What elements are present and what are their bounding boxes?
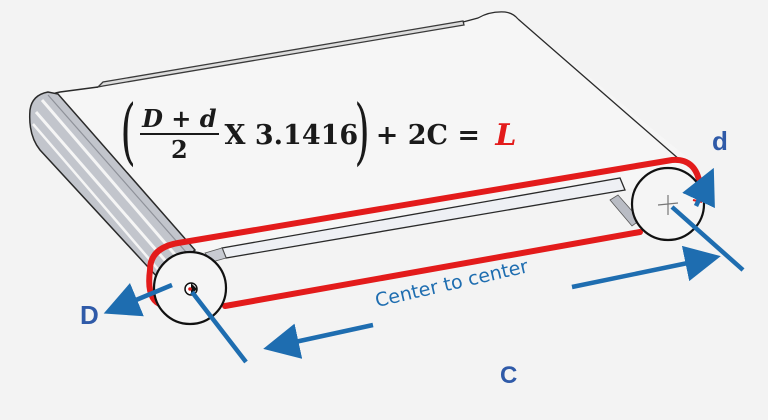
diameter-d-arrow [682, 167, 715, 209]
center-arrow-left [263, 322, 374, 359]
belt-support-rail [204, 177, 641, 263]
center-arrow-right [571, 245, 721, 290]
formula-fraction: D + d 2 [140, 104, 219, 165]
formula-multiply-pi: X 3.1416 [224, 119, 359, 151]
formula-open-paren: ( [120, 89, 136, 173]
formula-denominator: 2 [170, 135, 188, 164]
left-end-roller [28, 91, 197, 282]
center-leader-right [670, 205, 745, 272]
label-C: C [500, 362, 518, 389]
label-D: D [80, 300, 99, 330]
formula-numerator: D + d [140, 104, 219, 135]
formula-close-paren: ) [354, 89, 370, 173]
label-d: d [712, 126, 728, 156]
large-pulley [152, 250, 228, 326]
conveyor-frame [28, 11, 690, 282]
diameter-D-arrow [103, 282, 173, 317]
formula-result-L: L [495, 117, 517, 153]
formula-plus-2c: + 2C = [366, 119, 490, 151]
annotation-arrows [103, 167, 745, 364]
center-leader-left [190, 290, 248, 364]
belt-length-formula: ( D + d 2 X 3.1416 ) + 2C = L [120, 89, 517, 180]
small-pulley [630, 166, 706, 242]
